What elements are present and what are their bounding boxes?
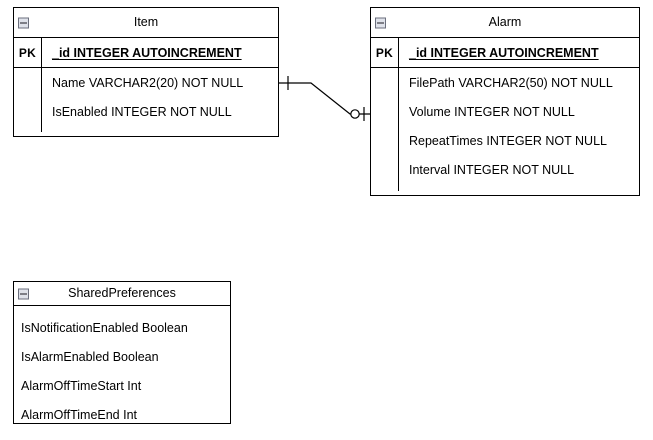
entity-item-pk-row: PK _id INTEGER AUTOINCREMENT [14,38,278,68]
cardinality-zero-circle-icon [350,109,360,119]
entity-sharedpreferences[interactable]: SharedPreferences IsNotificationEnabled … [13,281,231,424]
entity-item-attributes: Name VARCHAR2(20) NOT NULL IsEnabled INT… [14,68,278,136]
entity-alarm-attribute-row: FilePath VARCHAR2(50) NOT NULL [409,75,613,90]
minus-box-icon[interactable] [18,288,29,299]
entity-alarm-attributes: FilePath VARCHAR2(50) NOT NULL Volume IN… [371,68,639,195]
entity-item-attribute-row: Name VARCHAR2(20) NOT NULL [52,75,244,90]
minus-box-icon[interactable] [375,17,386,28]
relationship-line [279,82,370,115]
entity-item-title: Item [133,15,159,30]
entity-sharedpreferences-header: SharedPreferences [14,282,230,306]
entity-alarm-attribute-row: Interval INTEGER NOT NULL [409,162,575,177]
entity-alarm-attribute-row: RepeatTimes INTEGER NOT NULL [409,133,607,148]
entity-sharedpreferences-attribute-row: AlarmOffTimeStart Int [21,378,142,393]
entity-alarm-pk-attribute: _id INTEGER AUTOINCREMENT [399,46,639,60]
entity-item-header: Item [14,8,278,38]
entity-alarm-pk-row: PK _id INTEGER AUTOINCREMENT [371,38,639,68]
entity-sharedpreferences-title: SharedPreferences [68,286,176,301]
entity-sharedpreferences-attribute-row: AlarmOffTimeEnd Int [21,407,138,422]
entity-alarm-title: Alarm [488,15,522,30]
entity-item-attribute-row: IsEnabled INTEGER NOT NULL [52,104,232,119]
entity-sharedpreferences-attributes: IsNotificationEnabled Boolean IsAlarmEna… [14,306,230,423]
entity-alarm-pk-attribute-text: _id INTEGER AUTOINCREMENT [409,45,599,60]
entity-alarm[interactable]: Alarm PK _id INTEGER AUTOINCREMENT FileP… [370,7,640,196]
entity-alarm-header: Alarm [371,8,639,38]
entity-item[interactable]: Item PK _id INTEGER AUTOINCREMENT Name V… [13,7,279,137]
entity-item-pk-attribute: _id INTEGER AUTOINCREMENT [42,46,278,60]
minus-box-icon[interactable] [18,17,29,28]
entity-alarm-attribute-row: Volume INTEGER NOT NULL [409,104,575,119]
entity-alarm-attribute-divider [398,68,399,191]
entity-alarm-pk-label: PK [371,38,399,67]
entity-sharedpreferences-attribute-row: IsNotificationEnabled Boolean [21,320,188,335]
entity-sharedpreferences-attribute-row: IsAlarmEnabled Boolean [21,349,159,364]
entity-item-attribute-divider [41,68,42,132]
entity-item-pk-label: PK [14,38,42,67]
entity-item-pk-attribute-text: _id INTEGER AUTOINCREMENT [52,45,242,60]
